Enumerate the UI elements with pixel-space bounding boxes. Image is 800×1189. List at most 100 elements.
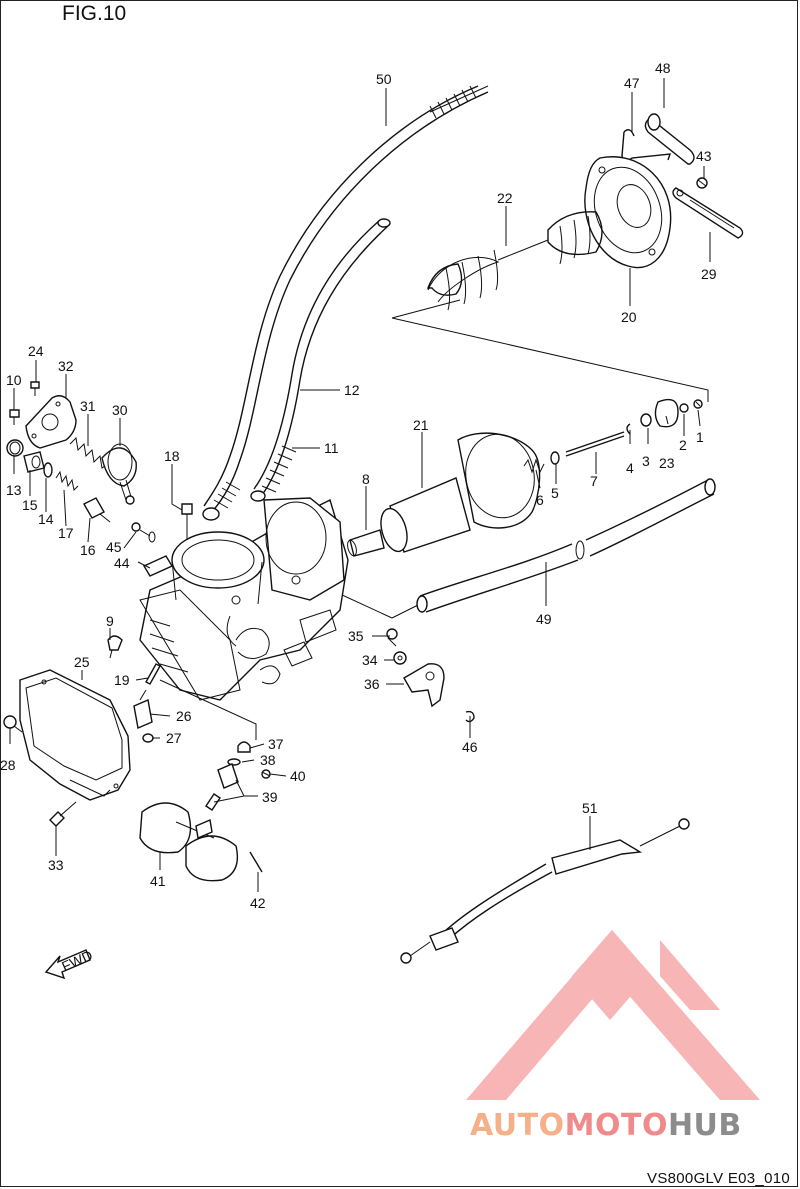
label-6: 6	[536, 492, 544, 508]
part-38-clip[interactable]	[227, 758, 241, 766]
label-5: 5	[551, 485, 559, 501]
watermark-auto: AUTO	[470, 1108, 565, 1143]
part-24-screw[interactable]	[30, 381, 40, 396]
label-45: 45	[106, 539, 122, 555]
label-36: 36	[364, 676, 380, 692]
label-23: 23	[659, 455, 675, 471]
part-23-needle-holder[interactable]	[654, 398, 679, 428]
part-44-pipe[interactable]	[142, 555, 174, 577]
part-36-lever[interactable]	[403, 663, 445, 708]
part-9-screw[interactable]	[107, 635, 123, 659]
part-31-spring[interactable]	[69, 436, 109, 469]
part-18-bolt[interactable]	[181, 503, 193, 540]
part-12-hose[interactable]	[253, 218, 391, 496]
label-51: 51	[582, 800, 598, 816]
label-14: 14	[38, 511, 54, 527]
figure-title: FIG.10	[62, 2, 127, 25]
part-32-cover[interactable]	[25, 395, 77, 449]
part-30-diaphragm[interactable]	[101, 443, 137, 505]
part-22-spring[interactable]	[427, 211, 603, 311]
part-45-screw[interactable]	[131, 522, 156, 543]
part-35-screw[interactable]	[386, 628, 398, 647]
label-49: 49	[536, 611, 552, 627]
part-50-hose[interactable]	[202, 85, 489, 521]
label-38: 38	[260, 752, 276, 768]
label-18: 18	[164, 448, 180, 464]
label-39: 39	[262, 789, 278, 805]
label-47: 47	[624, 75, 640, 91]
part-41-float[interactable]	[139, 802, 239, 882]
label-16: 16	[80, 542, 96, 558]
part-46-clip[interactable]	[465, 710, 475, 723]
label-17: 17	[58, 525, 74, 541]
label-21: 21	[413, 417, 429, 433]
part-43-screw[interactable]	[696, 177, 708, 189]
part-40-screw[interactable]	[261, 769, 271, 779]
part-13-cap[interactable]	[6, 439, 24, 457]
part-17-spring[interactable]	[55, 470, 79, 492]
label-30: 30	[112, 402, 128, 418]
label-41: 41	[150, 873, 166, 889]
label-4: 4	[626, 460, 634, 476]
part-2-washer[interactable]	[679, 403, 689, 413]
label-11: 11	[324, 440, 339, 456]
part-26-jet[interactable]	[133, 689, 153, 729]
part-15-seat[interactable]	[23, 451, 45, 473]
part-14-oring[interactable]	[43, 462, 53, 478]
label-34: 34	[362, 652, 378, 668]
label-25: 25	[74, 654, 90, 670]
label-40: 40	[290, 768, 306, 784]
part-11-hose-spring[interactable]	[250, 445, 297, 502]
part-51-cable[interactable]	[400, 818, 690, 964]
part-3-washer[interactable]	[640, 413, 652, 427]
label-12: 12	[344, 382, 360, 398]
part-33-screw[interactable]	[49, 801, 77, 827]
part-4-clip[interactable]	[626, 423, 631, 435]
label-33: 33	[48, 857, 64, 873]
label-15: 15	[22, 497, 38, 513]
watermark-hub: HUB	[667, 1108, 742, 1143]
part-10-screw[interactable]	[9, 409, 20, 425]
part-42-pin[interactable]	[249, 851, 263, 873]
part-number-labels: 50 48 47 43 22 29 20 12 11 21 8 18 24 10…	[0, 60, 717, 911]
relation-line-lower	[159, 679, 257, 740]
label-29: 29	[701, 266, 717, 282]
label-8: 8	[362, 471, 370, 487]
label-9: 9	[106, 613, 114, 629]
part-39-needle-valve[interactable]	[205, 763, 239, 811]
label-31: 31	[80, 398, 96, 414]
label-10: 10	[6, 372, 22, 388]
label-43: 43	[696, 148, 712, 164]
part-27-jet[interactable]	[142, 733, 154, 743]
figure-code: VS800GLV E03_010	[647, 1170, 790, 1187]
watermark-logo	[466, 930, 760, 1100]
part-19-screw[interactable]	[145, 663, 161, 685]
part-37-valve[interactable]	[237, 741, 251, 753]
leader-lines	[9, 78, 711, 892]
part-25-float-chamber[interactable]	[19, 669, 131, 801]
part-5-washer[interactable]	[550, 451, 560, 465]
carburetor-body[interactable]	[139, 497, 349, 701]
relation-lines	[339, 299, 709, 619]
part-6-spring[interactable]	[523, 458, 545, 474]
part-16-valve[interactable]	[83, 497, 111, 523]
part-21-piston[interactable]	[346, 429, 541, 557]
label-1: 1	[696, 429, 704, 445]
fwd-arrow: FWD	[44, 947, 95, 980]
part-20-top-cap[interactable]	[583, 156, 673, 269]
part-29-bracket[interactable]	[672, 187, 744, 239]
label-35: 35	[348, 628, 364, 644]
label-3: 3	[642, 453, 650, 469]
label-2: 2	[679, 437, 687, 453]
part-48-tube[interactable]	[644, 113, 695, 165]
part-7-jet-needle[interactable]	[565, 431, 625, 457]
label-26: 26	[176, 708, 192, 724]
fwd-label: FWD	[59, 947, 95, 975]
part-34-washer[interactable]	[393, 651, 407, 665]
label-24: 24	[28, 343, 44, 359]
label-7: 7	[590, 473, 598, 489]
part-1-screw[interactable]	[693, 399, 703, 409]
part-49-hose[interactable]	[416, 478, 716, 613]
